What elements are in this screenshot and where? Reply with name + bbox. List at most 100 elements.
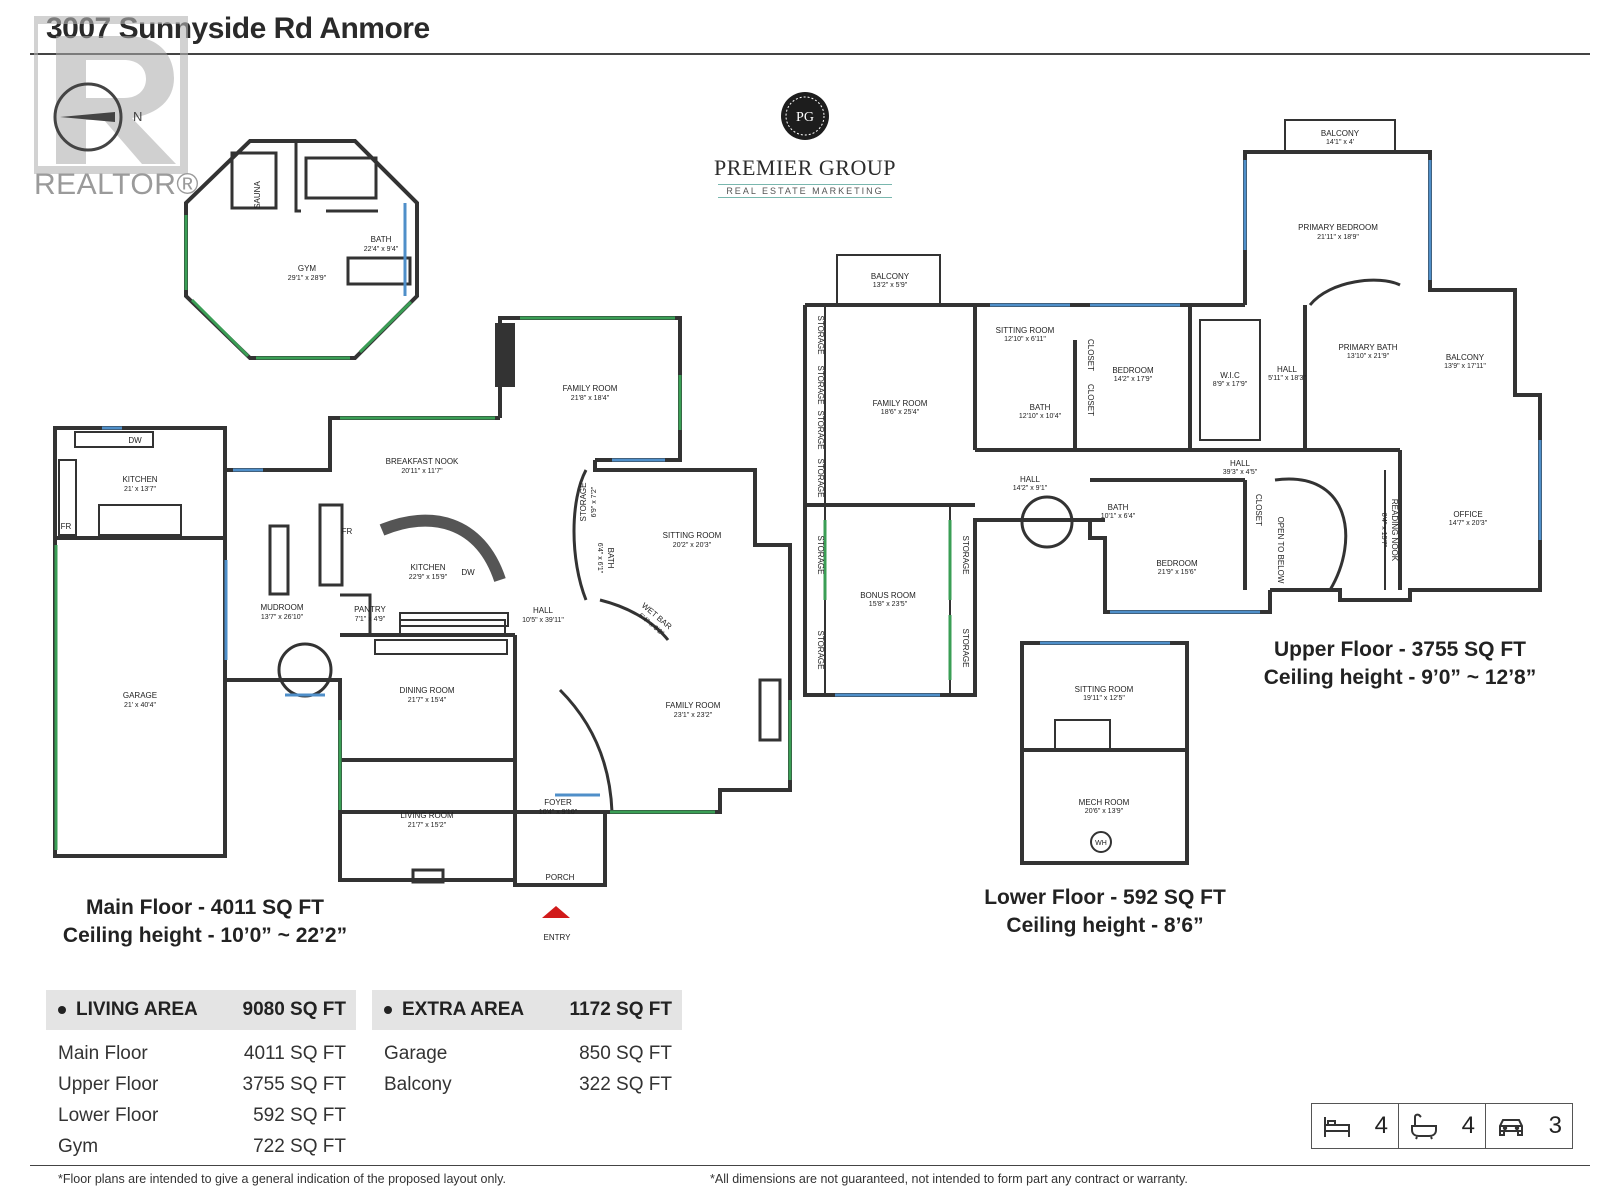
footer-disclaimer-left: *Floor plans are intended to give a gene… xyxy=(58,1172,506,1186)
extra-area-label: EXTRA AREA xyxy=(402,999,525,1020)
parking-count: 3 xyxy=(1486,1104,1572,1148)
room-label: BREAKFAST NOOK xyxy=(386,457,459,466)
room-dims: 21'7" x 15'2" xyxy=(408,822,447,829)
room-dims: 39'3" x 4'5" xyxy=(1223,469,1258,476)
room-label: LIVING ROOM xyxy=(400,811,454,820)
room-label: BATH xyxy=(1030,403,1051,412)
bed-icon xyxy=(1324,1117,1350,1137)
parking-count-value: 3 xyxy=(1548,1112,1562,1139)
lower-floor-caption: Lower Floor - 592 SQ FT Ceiling height -… xyxy=(960,884,1250,940)
room-label: GARAGE xyxy=(123,691,157,700)
room-label: GYM xyxy=(298,264,317,273)
room-label: BATH xyxy=(606,548,615,569)
realtor-watermark: REALTOR® xyxy=(34,168,200,201)
room-label: BEDROOM xyxy=(1156,559,1198,568)
bathroom-count: 4 xyxy=(1399,1104,1486,1148)
water-heater-label: WH xyxy=(1095,840,1107,847)
entry-label: ENTRY xyxy=(544,933,572,942)
room-label: FOYER xyxy=(544,798,572,807)
room-dims: 10'1" x 6'4" xyxy=(1101,513,1136,520)
row-value: 3755 SQ FT xyxy=(242,1073,347,1095)
room-label: SAUNA xyxy=(253,181,262,209)
room-label: SITTING ROOM xyxy=(996,326,1055,335)
room-dims: 21' x 13'7" xyxy=(124,486,157,493)
room-dims: 23'1" x 23'2" xyxy=(674,712,713,719)
room-dims: 13'2" x 5'9" xyxy=(873,282,908,289)
main-windows xyxy=(102,426,665,797)
room-dims: 20'6" x 13'9" xyxy=(1085,808,1124,815)
gym-glass xyxy=(184,215,413,360)
upper-floor-caption: Upper Floor - 3755 SQ FT Ceiling height … xyxy=(1230,636,1570,692)
room-dims: 7'1" x 4'9" xyxy=(355,616,386,623)
main-floor-ceiling: Ceiling height - 10’0” ~ 22’2” xyxy=(62,924,348,947)
room-label: PORCH xyxy=(546,873,575,882)
room-label: BATH xyxy=(371,235,392,244)
living-area-total: 9080 SQ FT xyxy=(242,999,347,1020)
storage-label: STORAGE xyxy=(816,411,825,450)
room-label: FAMILY ROOM xyxy=(563,384,618,393)
row-value: 722 SQ FT xyxy=(253,1135,346,1157)
room-dims: 13'10" x 21'9" xyxy=(1347,353,1390,360)
room-label: BALCONY xyxy=(1321,129,1360,138)
room-label: BONUS ROOM xyxy=(860,591,916,600)
main-house-structure xyxy=(223,316,792,887)
room-dims: 10'4" x 9'10" xyxy=(539,809,578,816)
room-label: MUDROOM xyxy=(260,603,303,612)
room-label: PANTRY xyxy=(354,605,386,614)
row-label: Main Floor xyxy=(58,1042,148,1064)
brand-tagline: REAL ESTATE MARKETING xyxy=(718,184,892,198)
room-label: DINING ROOM xyxy=(399,686,454,695)
room-label: HALL xyxy=(1277,365,1298,374)
room-dims: 6'9" x 7'2" xyxy=(591,486,598,517)
room-label: HALL xyxy=(1230,459,1251,468)
row-value: 322 SQ FT xyxy=(579,1073,672,1095)
lower-floor-ceiling: Ceiling height - 8’6” xyxy=(1006,914,1204,937)
room-dims: 14'7" x 20'3" xyxy=(1449,520,1488,527)
room-label: STORAGE xyxy=(579,483,588,522)
room-dims: 22'9" x 15'9" xyxy=(409,574,448,581)
room-label: OFFICE xyxy=(1453,510,1482,519)
room-dims: 21'8" x 18'4" xyxy=(571,395,610,402)
room-dims: 29'1" x 28'9" xyxy=(288,275,327,282)
room-label: W.I.C xyxy=(1220,371,1240,380)
lower-floor-area: Lower Floor - 592 SQ FT xyxy=(984,886,1226,909)
room-dims: 22'4" x 9'4" xyxy=(364,246,399,253)
room-dims: 10'5" x 39'11" xyxy=(522,617,564,624)
footer-divider xyxy=(30,1165,1590,1166)
bedroom-count: 4 xyxy=(1312,1104,1399,1148)
room-dims: 21'11" x 18'9" xyxy=(1317,234,1359,241)
living-area-header: LIVING AREA 9080 SQ FT xyxy=(46,990,356,1030)
appliance-label: FR xyxy=(61,522,72,531)
main-floor-area: Main Floor - 4011 SQ FT xyxy=(85,896,325,919)
row-label: Balcony xyxy=(384,1073,452,1095)
storage-label: STORAGE xyxy=(961,536,970,575)
premier-group-logo-icon: PG xyxy=(781,92,829,140)
room-dims: 14'2" x 9'1" xyxy=(1013,485,1048,492)
room-dims: 5'11" x 18'3" xyxy=(1268,375,1306,382)
brand-monogram: PG xyxy=(796,110,814,125)
room-dims: 13'9" x 17'11" xyxy=(1444,363,1486,370)
property-counts: 4 4 3 xyxy=(1311,1103,1573,1149)
room-label: HALL xyxy=(1020,475,1041,484)
room-label: HALL xyxy=(533,606,554,615)
room-label: FAMILY ROOM xyxy=(873,399,928,408)
open-to-below-label: OPEN TO BELOW xyxy=(1276,517,1285,584)
storage-label: STORAGE xyxy=(816,536,825,575)
closet-label: CLOSET xyxy=(1086,339,1095,371)
room-dims: 8'4" x 15'7" xyxy=(1380,513,1387,548)
room-label: BALCONY xyxy=(871,272,910,281)
row-label: Upper Floor xyxy=(58,1073,159,1095)
room-dims: 6'4" x 6'1" xyxy=(596,543,603,574)
room-label: KITCHEN xyxy=(122,475,157,484)
appliance-label: DW xyxy=(461,568,475,577)
table-row: Upper Floor 3755 SQ FT xyxy=(46,1069,356,1100)
room-dims: 21'7" x 15'4" xyxy=(408,697,447,704)
table-row: Balcony 322 SQ FT xyxy=(372,1069,682,1100)
upper-floor-area: Upper Floor - 3755 SQ FT xyxy=(1273,638,1527,661)
room-label: FAMILY ROOM xyxy=(666,701,721,710)
room-label: MECH ROOM xyxy=(1079,798,1130,807)
